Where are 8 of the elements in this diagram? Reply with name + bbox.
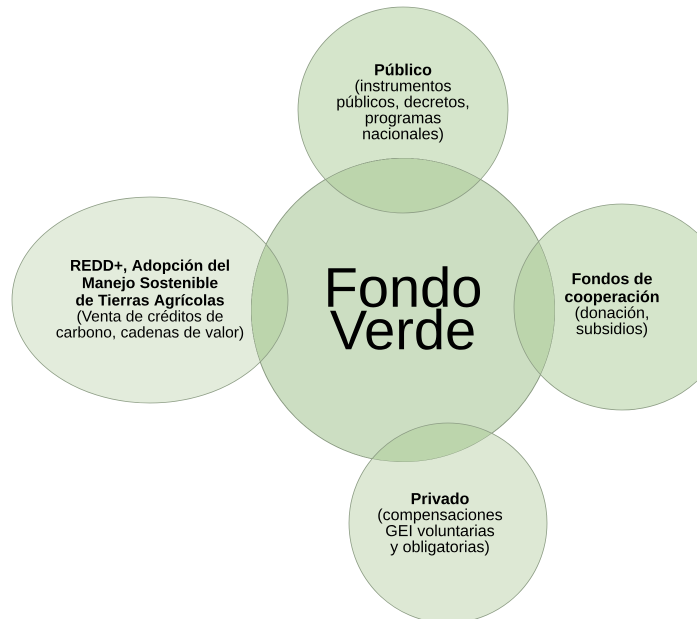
node-label: Fondos de cooperación — [565, 272, 659, 306]
node-label: Privado — [412, 492, 469, 504]
node-label: Público — [375, 63, 432, 76]
node-label: (compensaciones GEI voluntarias y obligatorias) — [378, 508, 502, 556]
node-label: (donación, subsidios) — [576, 306, 648, 338]
node-label: REDD+, Adopción del Manejo Sostenible de Tierras Agrícolas — [71, 259, 229, 309]
node-label: (instrumentos públicos, decretos, programas nacionales) — [337, 80, 468, 143]
node-label: (Venta de créditos de carbono, cadenas de valor) — [56, 310, 244, 341]
